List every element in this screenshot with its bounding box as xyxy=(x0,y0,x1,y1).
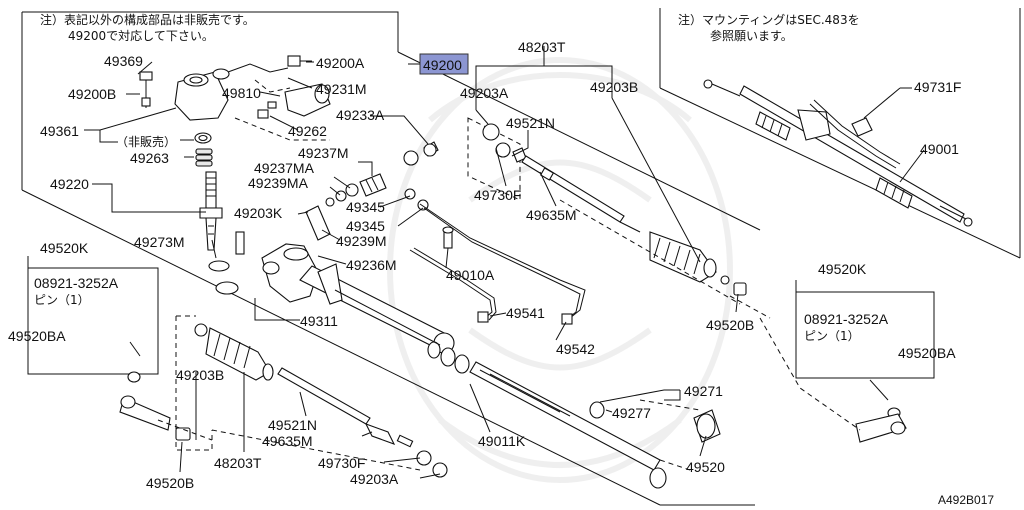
label-49520ba-left[interactable]: 49520BA xyxy=(8,328,66,344)
label-49730f-bot[interactable]: 49730F xyxy=(318,455,365,471)
note-left-line2: 49200で対応して下さい。 xyxy=(68,29,214,43)
label-49520[interactable]: 49520 xyxy=(686,459,725,475)
assembled-rack xyxy=(703,79,973,227)
ring-49273m xyxy=(208,260,230,272)
note-right-line1: 注）マウンティングはSEC.483を xyxy=(678,12,860,27)
upper-tie-rod-group xyxy=(467,117,771,319)
left-tie-rod-end xyxy=(27,267,213,441)
leader-lines xyxy=(27,46,925,479)
main-frame xyxy=(21,11,761,506)
label-49345b[interactable]: 49345 xyxy=(346,218,385,234)
right-frame xyxy=(659,8,1021,259)
seal-parts xyxy=(325,141,439,207)
pin-49203k xyxy=(235,231,245,255)
label-49520b-mid[interactable]: 49520B xyxy=(706,317,754,333)
label-49203b-top[interactable]: 49203B xyxy=(590,79,638,95)
label-49635m-top[interactable]: 49635M xyxy=(526,207,577,223)
label-49369[interactable]: 49369 xyxy=(104,53,143,69)
label-49203a-top[interactable]: 49203A xyxy=(460,85,509,101)
label-49233a[interactable]: 49233A xyxy=(336,107,385,123)
label-49203b-bot[interactable]: 49203B xyxy=(176,367,224,383)
label-49262[interactable]: 49262 xyxy=(288,123,327,139)
label-49200b[interactable]: 49200B xyxy=(68,86,116,102)
label-49361[interactable]: 49361 xyxy=(40,123,79,139)
label-hihanbai: （非販売） xyxy=(116,134,176,149)
label-49731f[interactable]: 49731F xyxy=(914,79,961,95)
label-49541[interactable]: 49541 xyxy=(506,305,545,321)
label-49239ma[interactable]: 49239MA xyxy=(248,175,309,191)
ring-lower xyxy=(215,281,239,295)
label-49200a[interactable]: 49200A xyxy=(316,55,365,71)
label-49203k[interactable]: 49203K xyxy=(234,205,283,221)
pinion-shaft xyxy=(199,171,223,251)
label-49520k-left[interactable]: 49520K xyxy=(40,240,89,256)
watermark-emblem xyxy=(387,57,733,483)
label-49520b-bot[interactable]: 49520B xyxy=(146,475,194,491)
hydraulic-lines xyxy=(409,203,586,325)
highlight-49200-label[interactable]: 49200 xyxy=(423,57,462,73)
label-49237ma[interactable]: 49237MA xyxy=(254,160,315,176)
label-49273m[interactable]: 49273M xyxy=(134,234,185,250)
label-49239m[interactable]: 49239M xyxy=(336,233,387,249)
label-49237m[interactable]: 49237M xyxy=(298,145,349,161)
label-49520k-right[interactable]: 49520K xyxy=(818,261,867,277)
label-08921-right[interactable]: 08921-3252A xyxy=(804,311,889,327)
document-reference: A492B017 xyxy=(938,493,994,507)
label-pin-right: ピン（1） xyxy=(804,329,860,343)
label-08921-left[interactable]: 08921-3252A xyxy=(34,275,119,291)
part-labels: 49369 49200B 49200A 49231M 49810 49361 （… xyxy=(8,39,994,507)
label-49635m-bot[interactable]: 49635M xyxy=(262,433,313,449)
label-49345a[interactable]: 49345 xyxy=(346,199,385,215)
label-49520ba-right[interactable]: 49520BA xyxy=(898,345,956,361)
label-49011k[interactable]: 49011K xyxy=(478,433,526,449)
label-49311[interactable]: 49311 xyxy=(300,313,338,329)
label-49277[interactable]: 49277 xyxy=(612,405,651,421)
label-49231m[interactable]: 49231M xyxy=(316,81,367,97)
note-left-line1: 注）表記以外の構成部品は非販売です。 xyxy=(40,12,255,27)
valve-housing-group xyxy=(139,55,331,141)
note-right-line2: 参照願います。 xyxy=(710,28,793,43)
label-49542[interactable]: 49542 xyxy=(556,341,595,357)
label-49730f-top[interactable]: 49730F xyxy=(474,187,521,203)
seal-stack xyxy=(194,132,213,167)
label-49001[interactable]: 49001 xyxy=(920,141,959,157)
label-48203t-bot[interactable]: 48203T xyxy=(214,455,262,471)
label-49203a-bot[interactable]: 49203A xyxy=(350,471,399,487)
label-49810[interactable]: 49810 xyxy=(222,85,261,101)
label-pin-left: ピン（1） xyxy=(34,293,90,307)
label-49010a[interactable]: 49010A xyxy=(446,267,495,283)
rack-housing xyxy=(261,205,455,359)
rack-shaft xyxy=(440,347,721,489)
right-tie-rod-end xyxy=(759,291,935,443)
lower-tie-rod-group xyxy=(175,315,448,478)
label-49236m[interactable]: 49236M xyxy=(346,257,397,273)
label-49263[interactable]: 49263 xyxy=(130,150,169,166)
label-49521n-top[interactable]: 49521N xyxy=(506,115,555,131)
label-48203t-top[interactable]: 48203T xyxy=(518,39,566,55)
label-49271[interactable]: 49271 xyxy=(684,383,723,399)
label-49220[interactable]: 49220 xyxy=(50,176,89,192)
label-49521n-bot[interactable]: 49521N xyxy=(268,417,317,433)
